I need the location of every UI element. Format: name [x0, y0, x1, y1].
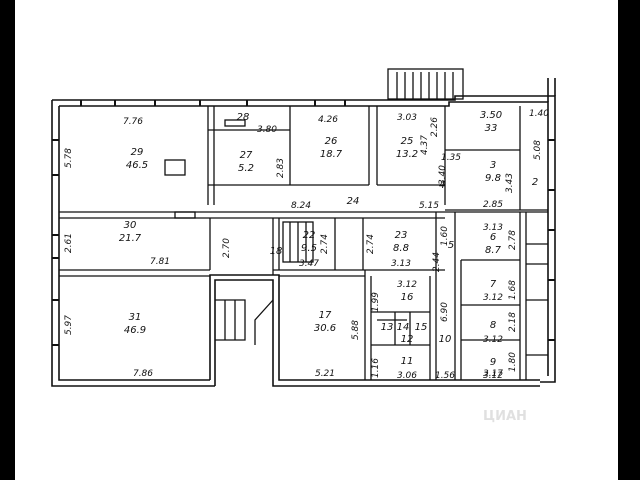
room-number: 5	[448, 240, 454, 251]
dimension-label: 7.76	[123, 117, 143, 127]
outer-walls	[51, 78, 556, 387]
room-area: 21.7	[119, 233, 142, 244]
dimension-label: 3.40	[438, 165, 448, 185]
dimension-label: 1.68	[508, 280, 518, 300]
room-number: 18	[270, 246, 283, 257]
room-number: 4	[439, 180, 445, 191]
room-number: 24	[347, 196, 360, 207]
room-area: 46.9	[124, 325, 146, 336]
dimension-label: 7.86	[133, 369, 153, 379]
dimension-label: 3.12	[483, 335, 503, 345]
dimension-label: 3.03	[397, 113, 417, 123]
window-marks	[52, 100, 555, 346]
dimension-label: 4.37	[420, 135, 430, 155]
room-area: 9.5	[301, 243, 317, 254]
dimension-label: 5.15	[419, 201, 439, 211]
room-number: 3	[490, 160, 496, 171]
room-number: 11	[401, 356, 414, 367]
entrance-stair-outline	[387, 68, 464, 100]
interior-walls	[59, 106, 548, 380]
room-area: 18.7	[320, 149, 343, 160]
entrance-stair-treads	[396, 72, 454, 99]
dimension-label: 1.56	[435, 371, 455, 381]
dimension-label: 5.21	[315, 369, 335, 379]
dimension-label: 2.83	[276, 158, 286, 178]
room-number: 3.50	[480, 110, 502, 121]
dimension-label: 3.13	[391, 259, 411, 269]
room-number: 23	[395, 230, 408, 241]
dimension-label: 2.74	[366, 234, 376, 254]
room-number: 10	[439, 334, 452, 345]
room-area: 33	[485, 123, 498, 134]
dimension-label: 8.24	[291, 201, 311, 211]
room-number: 13	[381, 322, 394, 333]
dimension-label: 5.08	[533, 140, 543, 160]
dimension-label: 2.26	[430, 117, 440, 137]
dimension-label: 5.88	[351, 320, 361, 340]
room-number: 22	[303, 230, 316, 241]
dimension-label: 6.90	[440, 302, 450, 322]
dimension-label: 2.74	[320, 234, 330, 254]
dimension-label: 1.35	[441, 153, 461, 163]
dimension-label: 3.80	[257, 125, 277, 135]
room-number: 28	[237, 112, 250, 123]
room-number: 12	[401, 334, 414, 345]
dimension-label: 3.12	[483, 293, 503, 303]
dimension-label: 2.85	[483, 200, 503, 210]
dimension-label: 3.06	[397, 371, 417, 381]
fixture-28	[224, 119, 246, 127]
dimension-label: 1.99	[371, 292, 381, 312]
fixture-29	[164, 159, 186, 176]
fixture-30	[174, 211, 196, 219]
room-number: 15	[415, 322, 428, 333]
dimension-label: 2.61	[64, 233, 74, 253]
dimension-label: 2.70	[222, 238, 232, 258]
room-number: 27	[240, 150, 253, 161]
dimension-label: 1.16	[371, 358, 381, 378]
dimension-label: 1.60	[440, 226, 450, 246]
room-number: 30	[124, 220, 137, 231]
dimension-label: 3.43	[505, 173, 515, 193]
dimension-label: 2.18	[508, 312, 518, 332]
dimension-label: 2.78	[508, 230, 518, 250]
room-number: 2	[532, 177, 538, 188]
room-area: 9.8	[485, 173, 501, 184]
floor-plan: 29 46.5 30 21.7 31 46.9 27 5.2 28 26 18.…	[51, 68, 556, 424]
interior-stair	[215, 299, 274, 345]
dimension-label: 3.47	[299, 259, 319, 269]
room-number: 8	[490, 320, 496, 331]
dimension-label: 4.26	[318, 115, 338, 125]
room-number: 7	[490, 279, 497, 290]
room-number: 14	[397, 322, 410, 333]
dimension-label: 5.78	[64, 148, 74, 168]
room-number: 26	[325, 136, 338, 147]
room-number: 29	[131, 147, 144, 158]
room-number: 16	[401, 292, 414, 303]
room-area: 8.7	[485, 245, 502, 256]
dimension-label: 7.81	[150, 257, 170, 267]
dimension-label: 3.12	[483, 371, 503, 381]
room-number: 9	[490, 357, 496, 368]
room-number: 25	[401, 136, 414, 147]
room-area: 30.6	[314, 323, 336, 334]
dimension-label: 2.44	[432, 252, 442, 272]
room-area: 13.2	[396, 149, 418, 160]
room-number: 31	[129, 312, 142, 323]
room-area: 5.2	[238, 163, 254, 174]
room-number: 17	[319, 310, 332, 321]
watermark-logo: ЦИАН	[483, 409, 527, 424]
dimension-label: 3.17	[483, 369, 503, 379]
dimension-label: 1.80	[508, 352, 518, 372]
dimension-label: 1.40	[529, 109, 549, 119]
room-number: 6	[490, 232, 496, 243]
room-area: 46.5	[126, 160, 148, 171]
dimension-label: 3.13	[483, 223, 503, 233]
floor-plan-sheet: 29 46.5 30 21.7 31 46.9 27 5.2 28 26 18.…	[15, 0, 618, 480]
room-area: 8.8	[393, 243, 409, 254]
dimension-label: 5.97	[64, 315, 74, 335]
dimension-label: 3.12	[397, 280, 417, 290]
